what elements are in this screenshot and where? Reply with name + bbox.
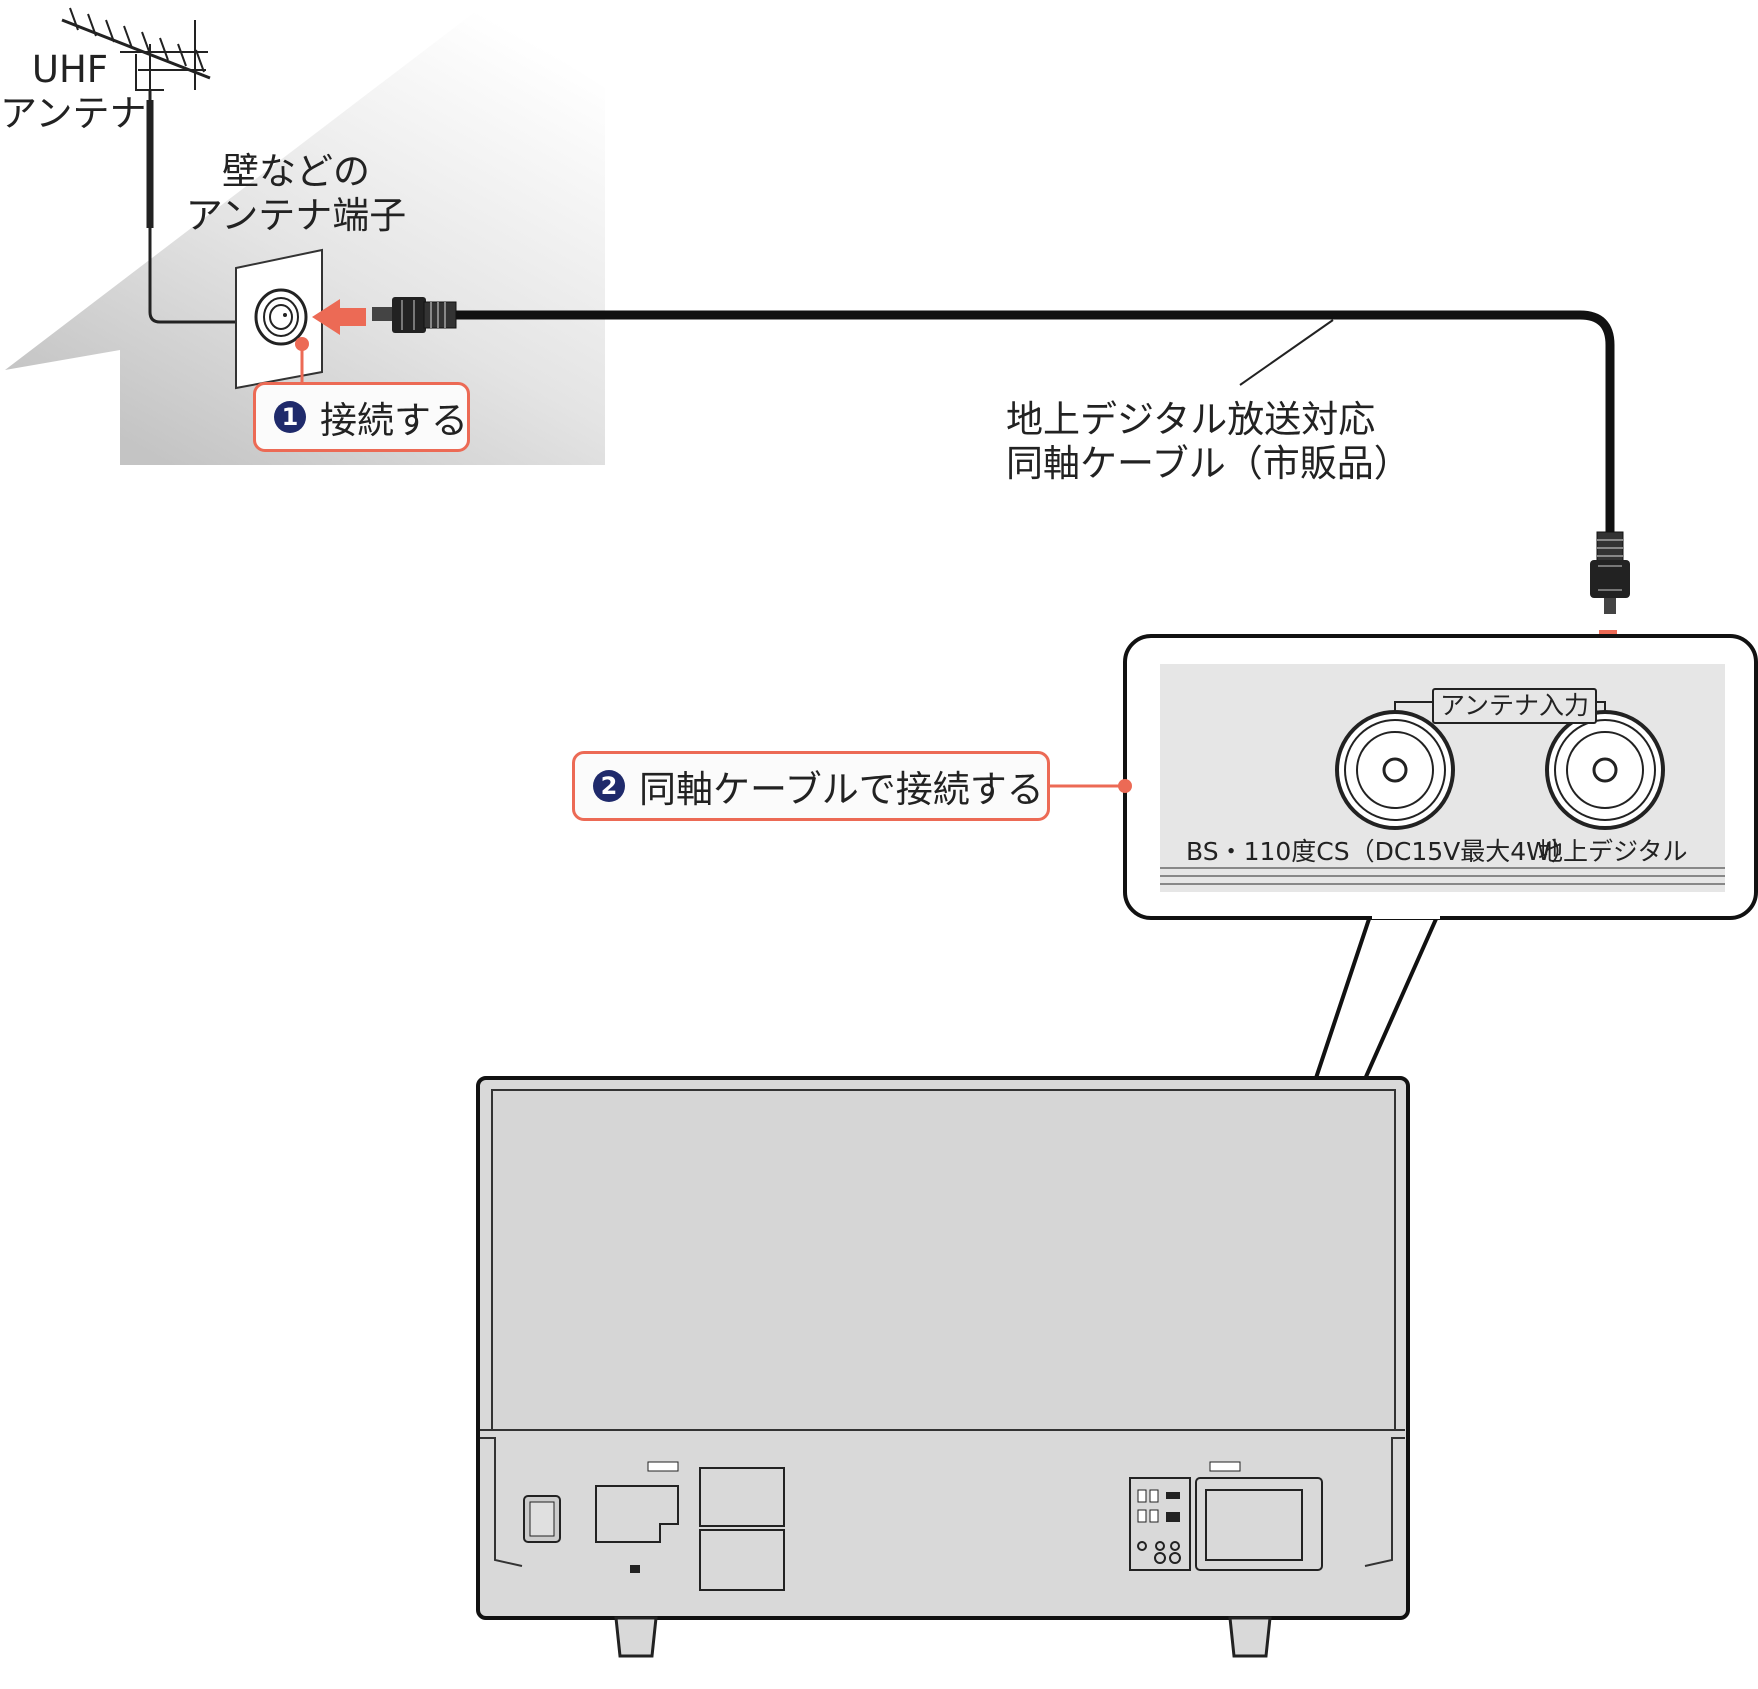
bs-cs-port-label: BS・110度CS（DC15V最大4W） — [1186, 837, 1576, 866]
coaxial-cable — [450, 310, 1615, 535]
f-connector-right-icon — [1590, 531, 1630, 614]
step2-callout: 2 同軸ケーブルで接続する — [572, 751, 1050, 821]
step1-text: 接続する — [320, 399, 468, 442]
uhf-antenna-icon — [61, 7, 236, 324]
cable-label-line2: 同軸ケーブル（市販品） — [1006, 442, 1411, 485]
antenna-label: UHF アンテナ — [0, 48, 147, 136]
terrestrial-port-icon — [1545, 710, 1665, 830]
antenna-label-line1: UHF — [31, 48, 109, 91]
cable-label: 地上デジタル放送対応 同軸ケーブル（市販品） — [1006, 398, 1411, 486]
f-connector-left-icon — [372, 297, 457, 333]
cable-label-line1: 地上デジタル放送対応 — [1006, 398, 1376, 441]
bs-cs-port-icon — [1335, 710, 1455, 830]
wall-terminal-label-line2: アンテナ端子 — [185, 194, 407, 237]
antenna-input-group-label: アンテナ入力 — [1432, 688, 1598, 724]
house-shape — [5, 8, 605, 465]
antenna-label-line2: アンテナ — [0, 92, 147, 135]
step2-dot — [1118, 779, 1132, 793]
step2-number-badge: 2 — [593, 770, 625, 802]
wall-antenna-terminal — [235, 248, 323, 390]
arrow-left-icon — [312, 299, 366, 335]
step2-text: 同軸ケーブルで接続する — [639, 768, 1044, 811]
step1-dot — [295, 337, 309, 351]
wall-terminal-label: 壁などの アンテナ端子 — [176, 150, 416, 238]
wall-terminal-label-line1: 壁などの — [222, 150, 370, 193]
cable-leader-line — [1239, 319, 1334, 386]
tv-back-panel — [476, 1076, 1410, 1658]
terrestrial-port-label: 地上デジタル — [1538, 837, 1688, 866]
step1-callout: 1 接続する — [253, 382, 470, 452]
step1-number-badge: 1 — [274, 401, 306, 433]
